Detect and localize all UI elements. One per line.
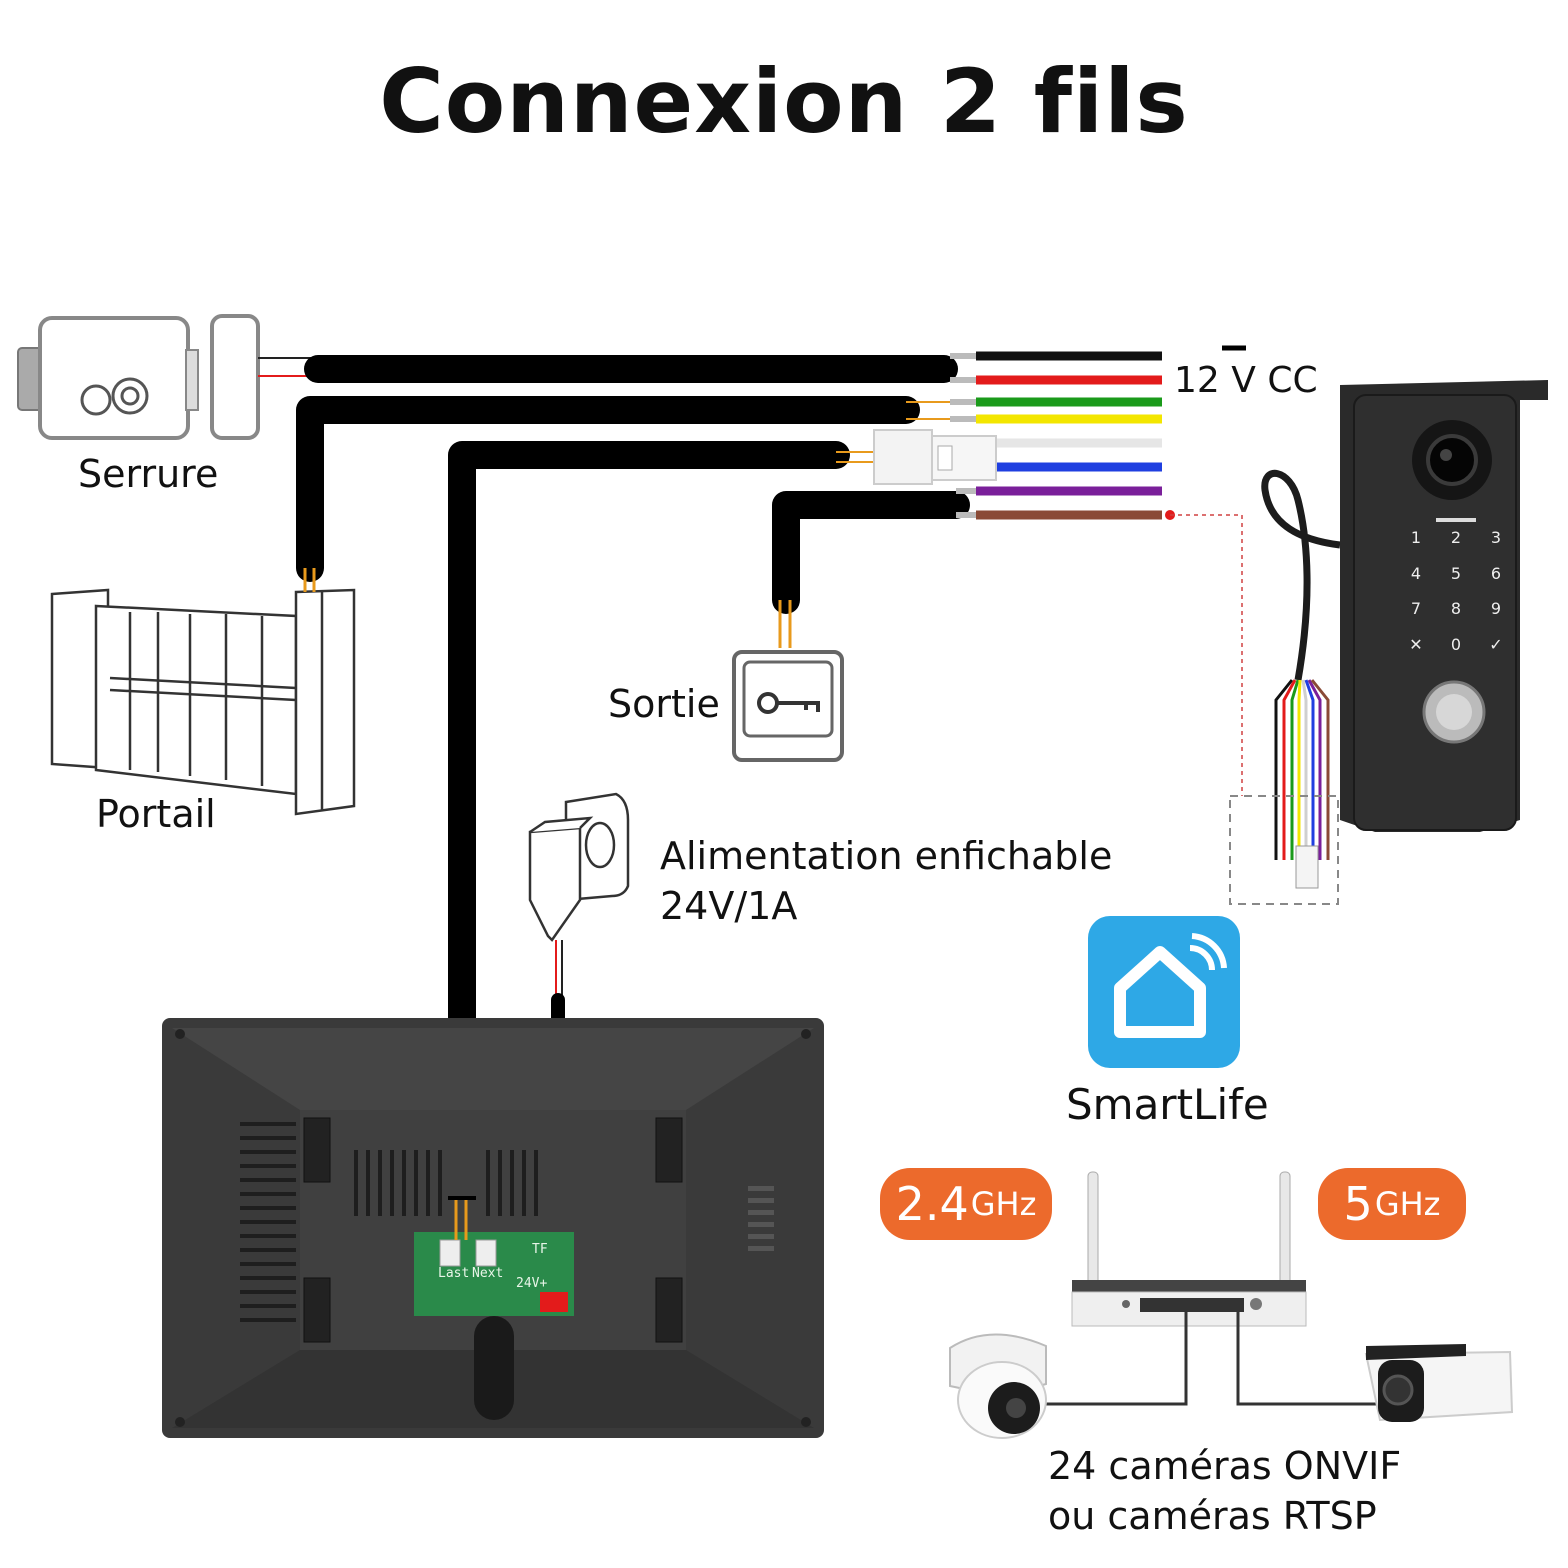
cable-monitor	[448, 441, 850, 1214]
badge-2-4ghz-unit: GHz	[970, 1185, 1037, 1223]
key-0[interactable]: 0	[1450, 634, 1462, 654]
key-4[interactable]: 4	[1410, 563, 1422, 583]
wire-bundle	[976, 351, 1162, 520]
key-9[interactable]: 9	[1490, 599, 1502, 618]
key-6[interactable]: 6	[1490, 563, 1502, 583]
gate-label: Portail	[96, 792, 216, 836]
smartlife-icon	[1088, 916, 1240, 1068]
power-adapter-icon	[528, 792, 630, 942]
lock-icon	[17, 314, 260, 440]
exit-label: Sortie	[608, 682, 720, 726]
key-5[interactable]: 5	[1450, 563, 1462, 583]
bullet-camera-icon	[1364, 1344, 1514, 1422]
key-2[interactable]: 2	[1450, 528, 1462, 547]
key-8[interactable]: 8	[1450, 599, 1462, 618]
app-label: SmartLife	[1066, 1080, 1269, 1129]
board-label-tf: TF	[532, 1242, 548, 1257]
doorbell-keypad: 1 2 3 4 5 6 7 8 9 ✕ 0 ✓	[1396, 528, 1516, 662]
board-label-next: Next	[472, 1266, 504, 1281]
key-7[interactable]: 7	[1410, 599, 1422, 618]
cable-gate	[296, 396, 920, 592]
cameras-label-line2: ou caméras RTSP	[1048, 1494, 1377, 1538]
key-cancel[interactable]: ✕	[1409, 634, 1423, 654]
exit-key-icon	[732, 650, 844, 762]
doorbell-cable	[1261, 470, 1341, 681]
voltage-label: 12 V CC	[1174, 360, 1318, 401]
badge-5ghz-value: 5	[1343, 1177, 1373, 1231]
badge-2-4ghz-value: 2.4	[895, 1177, 969, 1231]
terminal-block-icon	[873, 429, 997, 485]
doorbell-wires	[1274, 679, 1330, 860]
cameras-label-line1: 24 caméras ONVIF	[1048, 1444, 1402, 1488]
lock-label: Serrure	[78, 452, 219, 496]
power-label-line1: Alimentation enfichable	[660, 834, 1113, 878]
badge-5ghz-unit: GHz	[1374, 1185, 1441, 1223]
key-3[interactable]: 3	[1490, 528, 1502, 547]
gate-icon	[50, 588, 356, 816]
power-label-line2: 24V/1A	[660, 884, 798, 928]
monitor-icon	[162, 1018, 824, 1438]
cable-exit	[772, 491, 970, 648]
doorbell-icon	[1340, 380, 1548, 832]
board-label-last: Last	[438, 1266, 470, 1281]
board-label-power: 24V+	[516, 1276, 548, 1291]
key-1[interactable]: 1	[1410, 528, 1422, 547]
router-icon	[1071, 1171, 1307, 1327]
page-title: Connexion 2 fils	[379, 50, 1189, 153]
dome-camera-icon	[949, 1333, 1047, 1439]
key-confirm[interactable]: ✓	[1489, 634, 1503, 654]
